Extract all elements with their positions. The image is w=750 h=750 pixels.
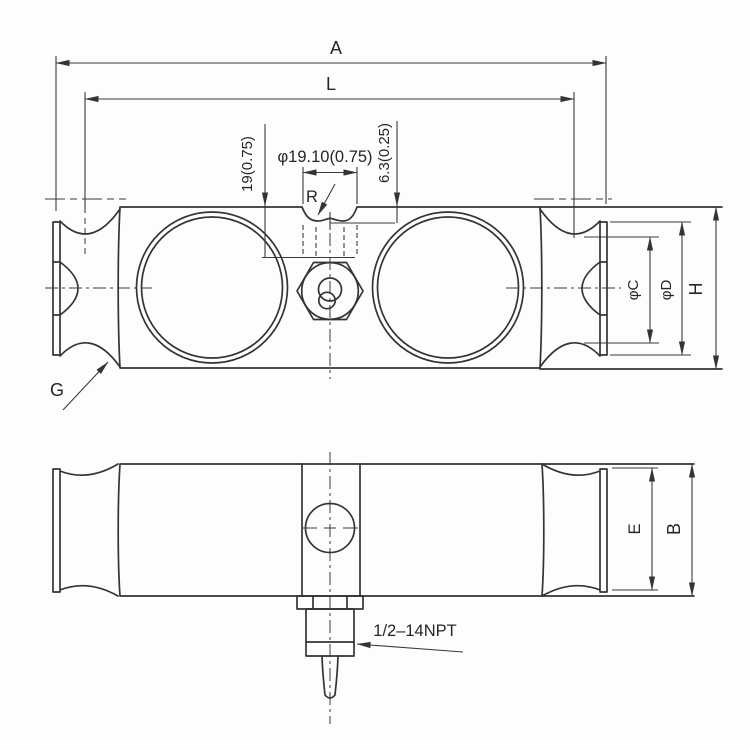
phi-c-extension-lines [584,236,659,344]
dimension-recess-depth: 19(0.75) [239,124,269,258]
center-hex-fitting [262,256,364,321]
center-boss [301,463,361,597]
thread-callout: 1/2–14NPT [356,622,464,653]
dimension-phi-d: φD [610,221,691,356]
right-bore-outer [371,211,525,364]
groove-callout: G [50,361,109,411]
side-view-left-end [52,463,119,597]
e-label: E [626,523,644,534]
radius-label: R [306,188,318,206]
top-view: A L [45,38,723,411]
dimension-phi-c: φC [584,236,659,344]
thread-label: 1/2–14NPT [373,622,456,640]
side-view-right-end [541,463,608,597]
boss-edges [301,463,361,597]
right-bore-circle [371,211,525,364]
side-view: 1/2–14NPT E B [52,452,696,724]
radius-leader-line [317,183,336,216]
dimension-l: L [84,74,575,254]
dimension-h: H [686,206,720,370]
groove-leader-line [62,361,109,411]
dim-a-label: A [330,38,342,58]
cable-gland-assembly [296,595,364,699]
phi-d-extension-lines [610,221,691,356]
phi-c-label: φC [625,280,642,301]
dimension-b: B [664,463,696,597]
dim-l-extension-lines [84,92,575,238]
dimension-step-depth: 6.3(0.25) [330,121,401,224]
cable [321,655,339,699]
dimension-recess-diameter: φ19.10(0.75) [277,148,373,204]
left-bore-inner [140,216,284,359]
depth19-label: 19(0.75) [239,136,256,192]
b-label: B [664,523,684,535]
step-depth-label: 6.3(0.25) [376,123,393,183]
h-label: H [686,283,706,296]
radius-callout: R [306,183,336,216]
groove-label: G [50,380,64,400]
cable-port-lower [317,291,337,310]
hex-nut-outline [296,261,364,321]
thread-leader-line [356,641,464,653]
dimension-a: A [55,38,607,211]
dim-a-extension-lines [55,56,607,211]
gland-body [305,608,355,657]
dim-l-label: L [326,74,336,94]
top-view-centerlines [45,212,621,379]
recess-dia-label: φ19.10(0.75) [277,148,372,166]
phi-d-label: φD [658,280,675,301]
side-view-body-outline [117,463,695,597]
right-bore-inner [376,216,520,359]
gland-hex-facets [312,595,348,610]
dimension-e: E [612,467,658,591]
